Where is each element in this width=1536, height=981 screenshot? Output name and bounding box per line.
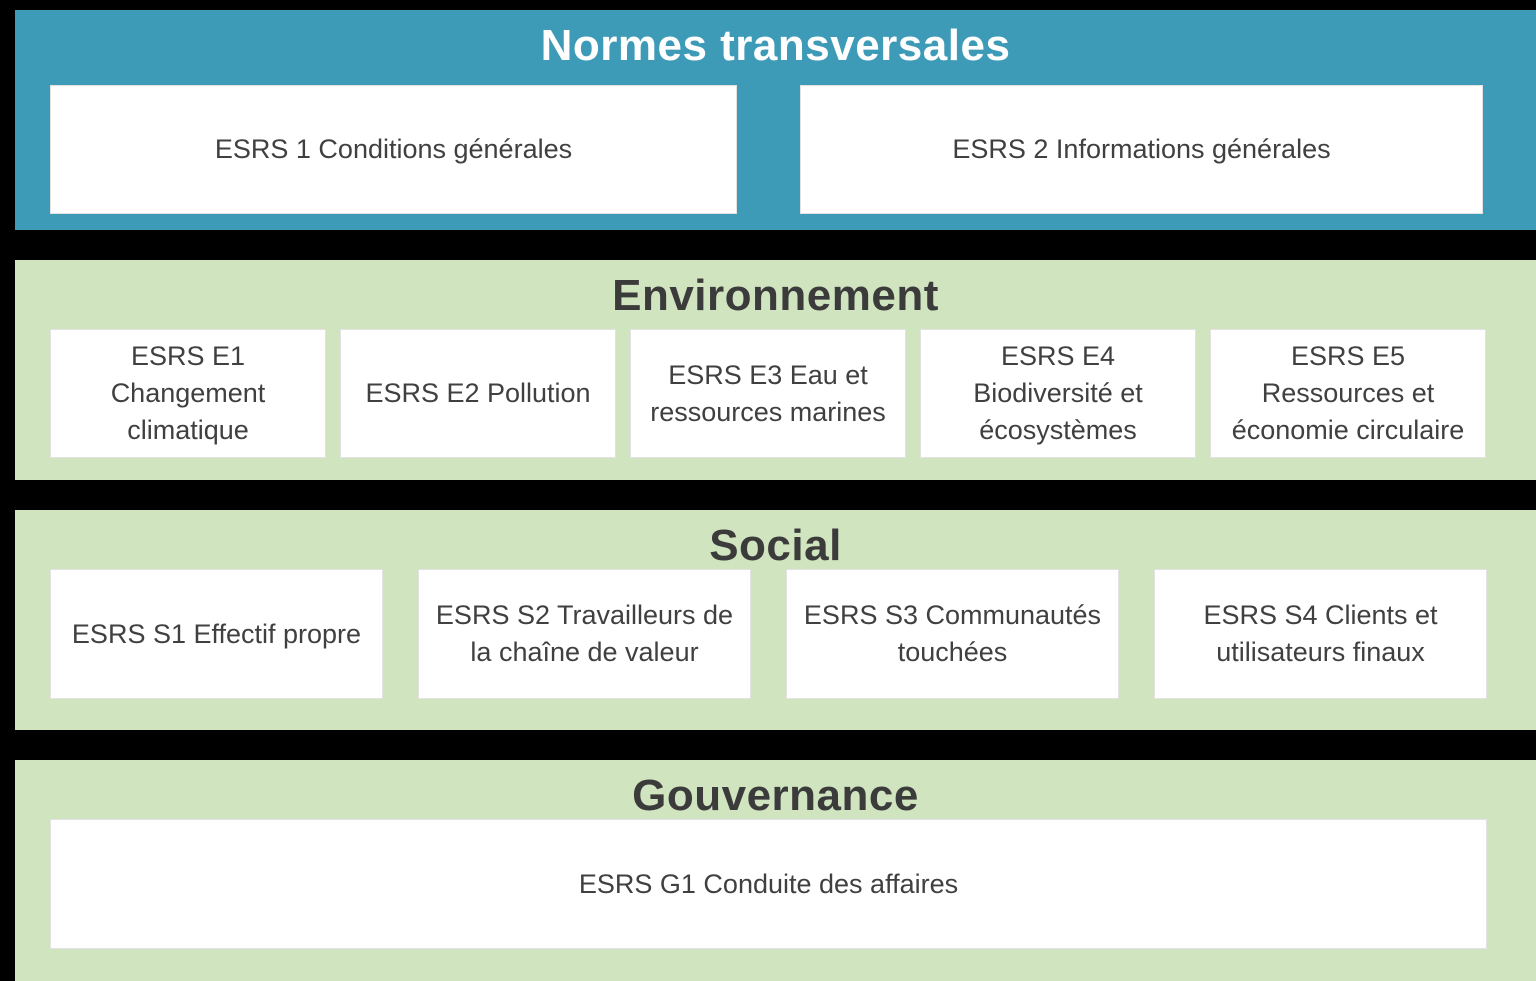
box-esrs-g1-label: ESRS G1 Conduite des affaires [578,868,959,899]
box-esrs-s1: ESRS S1 Effectif propre [50,569,383,699]
box-esrs-2-label: ESRS 2 Informations générales [952,134,1331,164]
section-title-gouvernance: Gouvernance [632,771,919,820]
box-esrs-e3: ESRS E3 Eau et ressources marines [630,329,906,458]
box-esrs-s2: ESRS S2 Travailleurs de la chaîne de val… [418,569,751,699]
box-esrs-e5: ESRS E5 Ressources et économie circulair… [1210,329,1486,458]
box-esrs-s4: ESRS S4 Clients et utilisateurs finaux [1154,569,1487,699]
box-esrs-e1: ESRS E1 Changement climatique [50,329,326,458]
section-normes-transversales: Normes transversales ESRS 1 Conditions g… [15,10,1536,230]
box-esrs-s4-label: ESRS S4 Clients et utilisateurs finaux [1203,600,1438,667]
box-esrs-1-label: ESRS 1 Conditions générales [214,134,573,164]
box-esrs-g1: ESRS G1 Conduite des affaires [50,819,1487,949]
box-esrs-e3-label: ESRS E3 Eau et ressources marines [650,359,886,427]
box-esrs-e2: ESRS E2 Pollution [340,329,616,458]
section-title-social: Social [709,521,842,570]
box-esrs-e5-label: ESRS E5 Ressources et économie circulair… [1231,341,1465,445]
box-esrs-e1-label: ESRS E1 Changement climatique [110,341,266,445]
box-esrs-e4: ESRS E4 Biodiversité et écosystèmes [920,329,1196,458]
box-esrs-e4-label: ESRS E4 Biodiversité et écosystèmes [973,341,1143,445]
box-esrs-1: ESRS 1 Conditions générales [50,85,737,214]
box-esrs-s3: ESRS S3 Communautés touchées [786,569,1119,699]
section-environnement: Environnement ESRS E1 Changement climati… [15,260,1536,480]
section-gouvernance: Gouvernance ESRS G1 Conduite des affaire… [15,760,1536,981]
section-social: Social ESRS S1 Effectif propre ESRS S2 T… [15,510,1536,730]
box-esrs-2: ESRS 2 Informations générales [800,85,1483,214]
box-esrs-e2-label: ESRS E2 Pollution [365,378,591,408]
section-title-normes-transversales: Normes transversales [540,21,1011,70]
section-title-environnement: Environnement [612,271,939,320]
box-esrs-s3-label: ESRS S3 Communautés touchées [803,600,1102,667]
box-esrs-s2-label: ESRS S2 Travailleurs de la chaîne de val… [435,600,734,667]
box-esrs-s1-label: ESRS S1 Effectif propre [71,618,362,649]
